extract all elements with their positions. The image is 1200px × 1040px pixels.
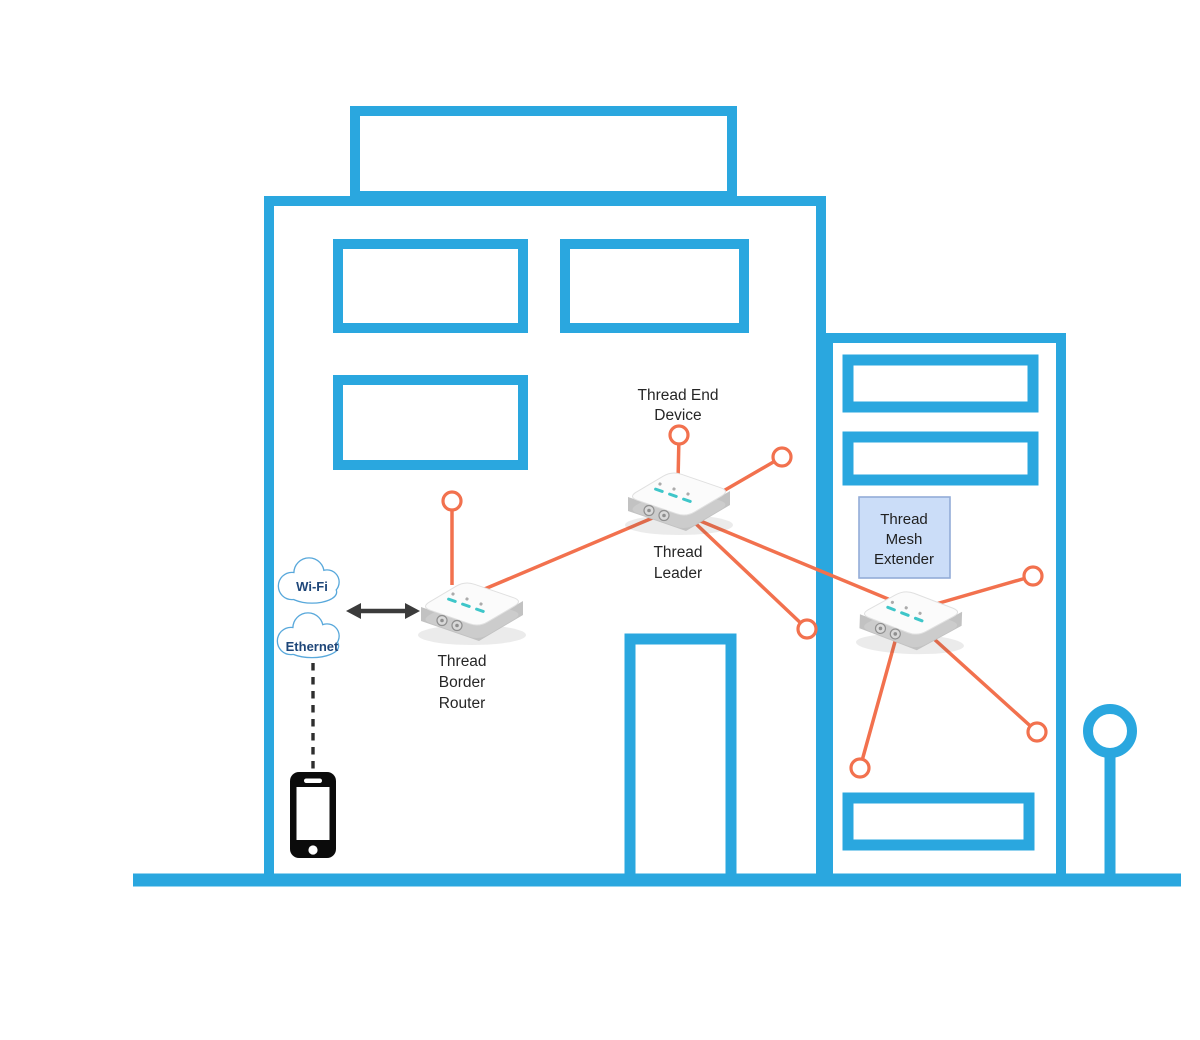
thread-leader-device (624, 472, 734, 536)
bidirectional-arrow-icon (346, 603, 420, 619)
thread-end-device-label-line2: Device (654, 407, 701, 424)
thread-node-circle (771, 446, 793, 468)
thread-link-line (692, 520, 809, 631)
thread-nodes-group (441, 424, 1048, 779)
thread-node-circle (1026, 721, 1048, 743)
ethernet-cloud: Ethernet (276, 612, 340, 659)
street-lamp-icon (1083, 704, 1137, 874)
ethernet-cloud-label: Ethernet (286, 639, 339, 654)
thread-link-line (858, 637, 898, 769)
thread-leader-label-line2: Leader (654, 565, 702, 582)
thread-end-device-label-line1: Thread End (638, 387, 719, 404)
thread-leader-label-line1: Thread (653, 544, 702, 561)
annex-window-bottom (842, 792, 1035, 851)
annex-window-top (842, 354, 1039, 413)
main-window-top-left (333, 239, 528, 333)
thread-node-circle (441, 490, 463, 512)
thread-node-circle (668, 424, 690, 446)
thread-mesh-extender-badge: Thread Mesh Extender (858, 496, 951, 579)
roof-box (350, 106, 737, 201)
thread-border-router-label-line3: Router (439, 695, 486, 712)
thread-border-router-label-line2: Border (439, 674, 486, 691)
thread-link-line (697, 518, 894, 603)
wifi-cloud-label: Wi-Fi (296, 579, 328, 594)
thread-node-circle (1022, 565, 1044, 587)
wifi-cloud: Wi-Fi (277, 557, 340, 604)
thread-border-router-label-line1: Thread (437, 653, 486, 670)
thread-node-circle (849, 757, 871, 779)
main-building-outline (264, 196, 826, 884)
mesh-extender-label-line3: Extender (874, 551, 934, 568)
thread-node-circle (796, 618, 818, 640)
thread-link-line (921, 574, 1034, 610)
mesh-extender-label-line1: Thread (880, 511, 928, 528)
smartphone-icon (290, 772, 336, 858)
main-window-middle (333, 375, 528, 470)
door (624, 633, 737, 885)
annex-window-middle (842, 431, 1039, 486)
buildings-group (133, 106, 1181, 887)
thread-border-router-device (417, 582, 527, 646)
mesh-extender-label-line2: Mesh (886, 531, 923, 548)
main-window-top-right (560, 239, 749, 333)
